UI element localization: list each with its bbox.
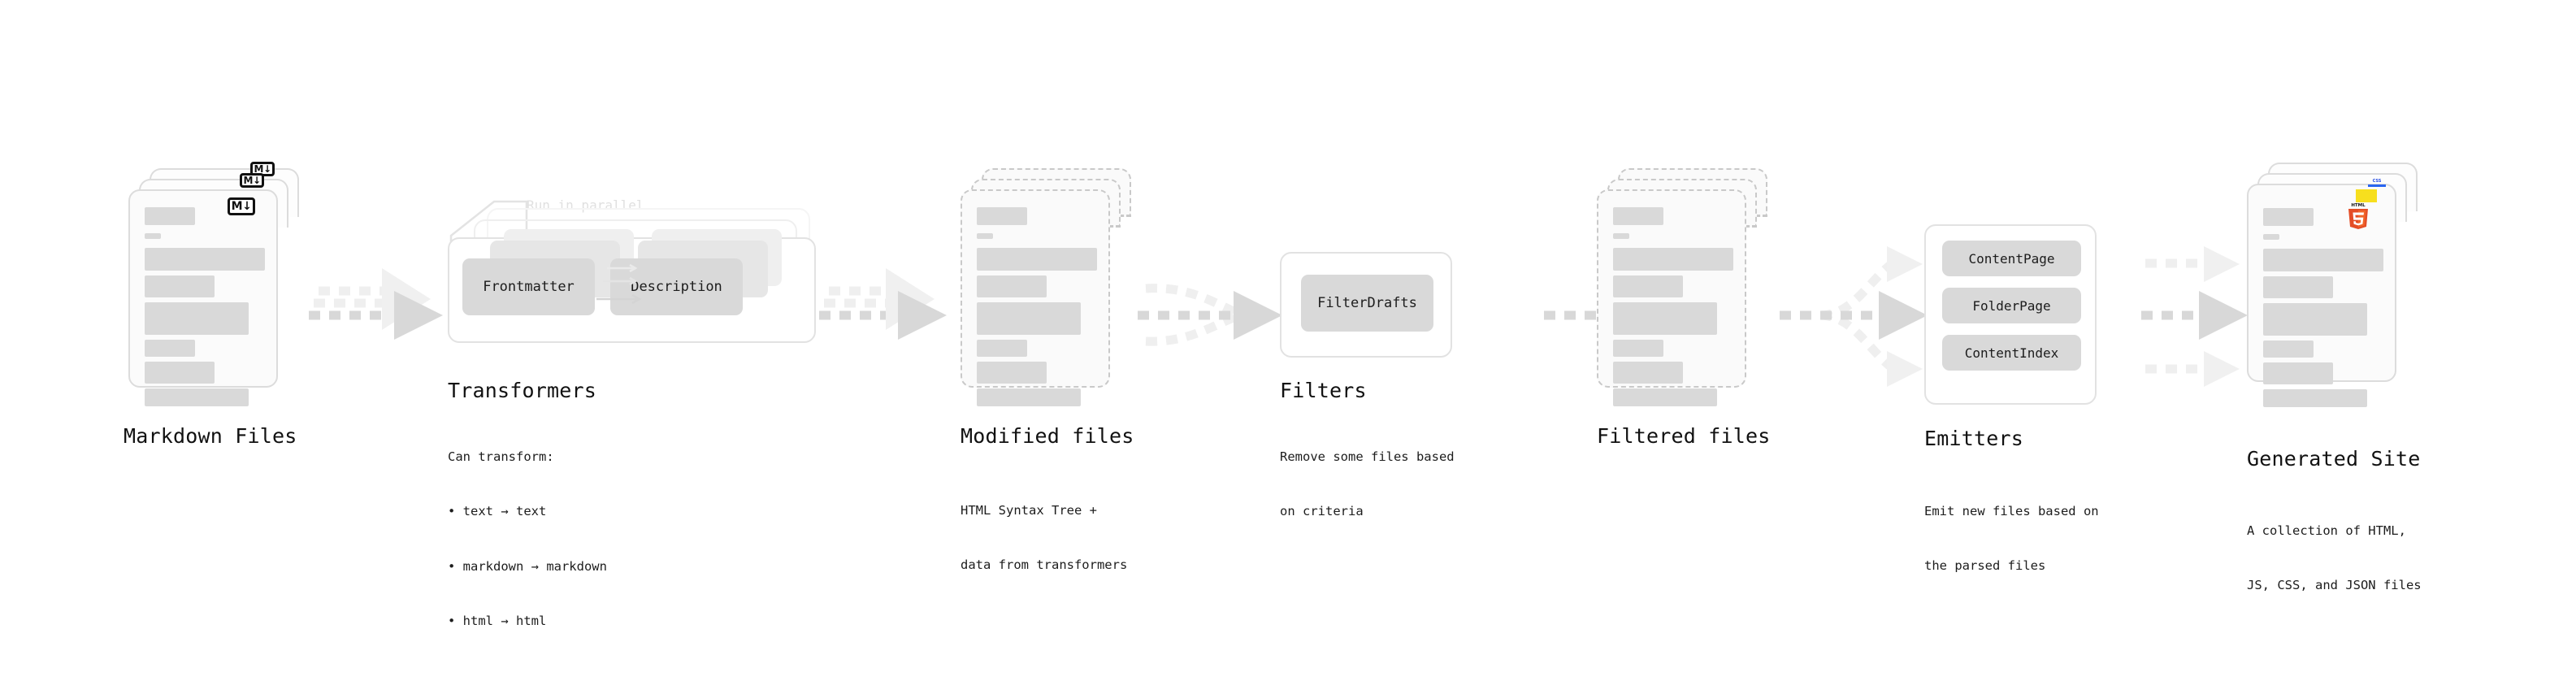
markdown-badge: M↓ — [228, 197, 255, 215]
skeleton-line — [145, 340, 195, 357]
emitters-box[interactable]: ContentPage FolderPage ContentIndex — [1924, 224, 2097, 405]
skeleton-line — [1613, 340, 1663, 357]
css-badge-label: CSS — [2372, 179, 2382, 184]
transformers-sub-line-2: • markdown → markdown — [448, 558, 607, 574]
skeleton-line — [977, 233, 993, 239]
skeleton-line — [145, 248, 265, 271]
css-badge: CSS — [2367, 177, 2387, 187]
transformer-chip-frontmatter[interactable]: Frontmatter — [462, 258, 595, 315]
skeleton-line — [145, 207, 195, 225]
stage-title-filtered-files: Filtered files — [1597, 424, 1771, 448]
connector-markdown-to-transformers — [309, 268, 443, 340]
skeleton-line — [977, 362, 1047, 384]
stage-title-generated-site: Generated Site — [2247, 447, 2421, 471]
transformers-sub-line-0: Can transform: — [448, 449, 554, 464]
js-badge — [2356, 189, 2377, 202]
connector-emitters-to-site — [2141, 246, 2248, 387]
modified-files-card-stack — [961, 168, 1131, 406]
site-card-front — [2247, 184, 2396, 407]
connector-transformers-to-modified — [819, 268, 947, 340]
transformers-box[interactable]: Frontmatter Description — [448, 229, 816, 343]
skeleton-line — [2263, 276, 2333, 298]
skeleton-line — [145, 362, 215, 384]
emitters-sub-line-1: the parsed files — [1924, 558, 2046, 574]
stage-subtitle-modified-files: HTML Syntax Tree + data from transformer… — [961, 465, 1127, 611]
skeleton-line — [2263, 389, 2367, 407]
skeleton-line — [2263, 234, 2279, 240]
skeleton-line — [2263, 340, 2314, 358]
transformers-sub-line-3: • html → html — [448, 614, 547, 629]
stage-title-transformers: Transformers — [448, 379, 597, 402]
stage-subtitle-emitters: Emit new files based on the parsed files — [1924, 466, 2099, 612]
emitters-sub-line-0: Emit new files based on — [1924, 503, 2099, 518]
connector-modified-to-filters — [1138, 284, 1282, 346]
skeleton-line — [145, 233, 161, 239]
stage-title-markdown-files: Markdown Files — [124, 424, 297, 448]
skeleton-line — [1613, 302, 1717, 335]
skeleton-line — [1613, 207, 1663, 225]
skeleton-line — [2263, 249, 2383, 271]
modified-card-front — [961, 189, 1110, 406]
skeleton-line — [977, 248, 1097, 271]
site-sub-line-1: JS, CSS, and JSON files — [2247, 578, 2422, 593]
filtered-card-front — [1597, 189, 1746, 406]
skeleton-line — [145, 388, 249, 406]
emitter-chip-folderpage[interactable]: FolderPage — [1942, 288, 2081, 323]
skeleton-line — [2263, 208, 2314, 226]
skeleton-line — [977, 275, 1047, 297]
skeleton-line — [1613, 275, 1683, 297]
generated-site-card-stack: CSS HTML — [2247, 163, 2418, 407]
stage-title-modified-files: Modified files — [961, 424, 1134, 448]
markdown-card-front — [128, 189, 278, 406]
skeleton-line — [145, 302, 249, 335]
skeleton-line — [1613, 233, 1629, 239]
filters-sub-line-0: Remove some files based — [1280, 449, 1455, 464]
html5-badge: HTML — [2346, 202, 2370, 229]
stage-subtitle-transformers: Can transform: • text → text • markdown … — [448, 411, 607, 667]
svg-text:HTML: HTML — [2351, 203, 2366, 208]
css-badge-bar — [2368, 184, 2386, 187]
skeleton-line — [2263, 362, 2333, 384]
filtered-files-card-stack — [1597, 168, 1767, 406]
skeleton-line — [145, 275, 215, 297]
html5-badge-icon: HTML — [2348, 203, 2368, 229]
skeleton-line — [977, 388, 1081, 406]
skeleton-line — [977, 340, 1027, 357]
markdown-badge-back-1: M↓ — [240, 173, 264, 188]
transformer-inner-arrows — [596, 263, 642, 305]
skeleton-line — [977, 302, 1081, 335]
emitter-chip-contentpage[interactable]: ContentPage — [1942, 241, 2081, 276]
stage-subtitle-generated-site: A collection of HTML, JS, CSS, and JSON … — [2247, 485, 2422, 631]
modified-sub-line-0: HTML Syntax Tree + — [961, 502, 1097, 518]
filters-sub-line-1: on criteria — [1280, 504, 1364, 519]
skeleton-line — [1613, 248, 1733, 271]
stage-title-filters: Filters — [1280, 379, 1367, 402]
modified-sub-line-1: data from transformers — [961, 557, 1128, 573]
markdown-files-card-stack: M↓ M↓ M↓ — [128, 162, 299, 406]
emitter-chip-contentindex[interactable]: ContentIndex — [1942, 335, 2081, 371]
skeleton-line — [1613, 362, 1683, 384]
site-sub-line-0: A collection of HTML, — [2247, 523, 2406, 538]
transformers-sub-line-1: • text → text — [448, 504, 547, 519]
filters-box[interactable]: FilterDrafts — [1280, 252, 1452, 358]
stage-title-emitters: Emitters — [1924, 427, 2024, 450]
filter-chip-filterdrafts[interactable]: FilterDrafts — [1301, 275, 1433, 332]
skeleton-line — [977, 207, 1027, 225]
stage-subtitle-filters: Remove some files based on criteria — [1280, 411, 1455, 557]
skeleton-line — [2263, 303, 2367, 336]
connector-filtered-to-emitters — [1780, 246, 1928, 387]
skeleton-line — [1613, 388, 1717, 406]
